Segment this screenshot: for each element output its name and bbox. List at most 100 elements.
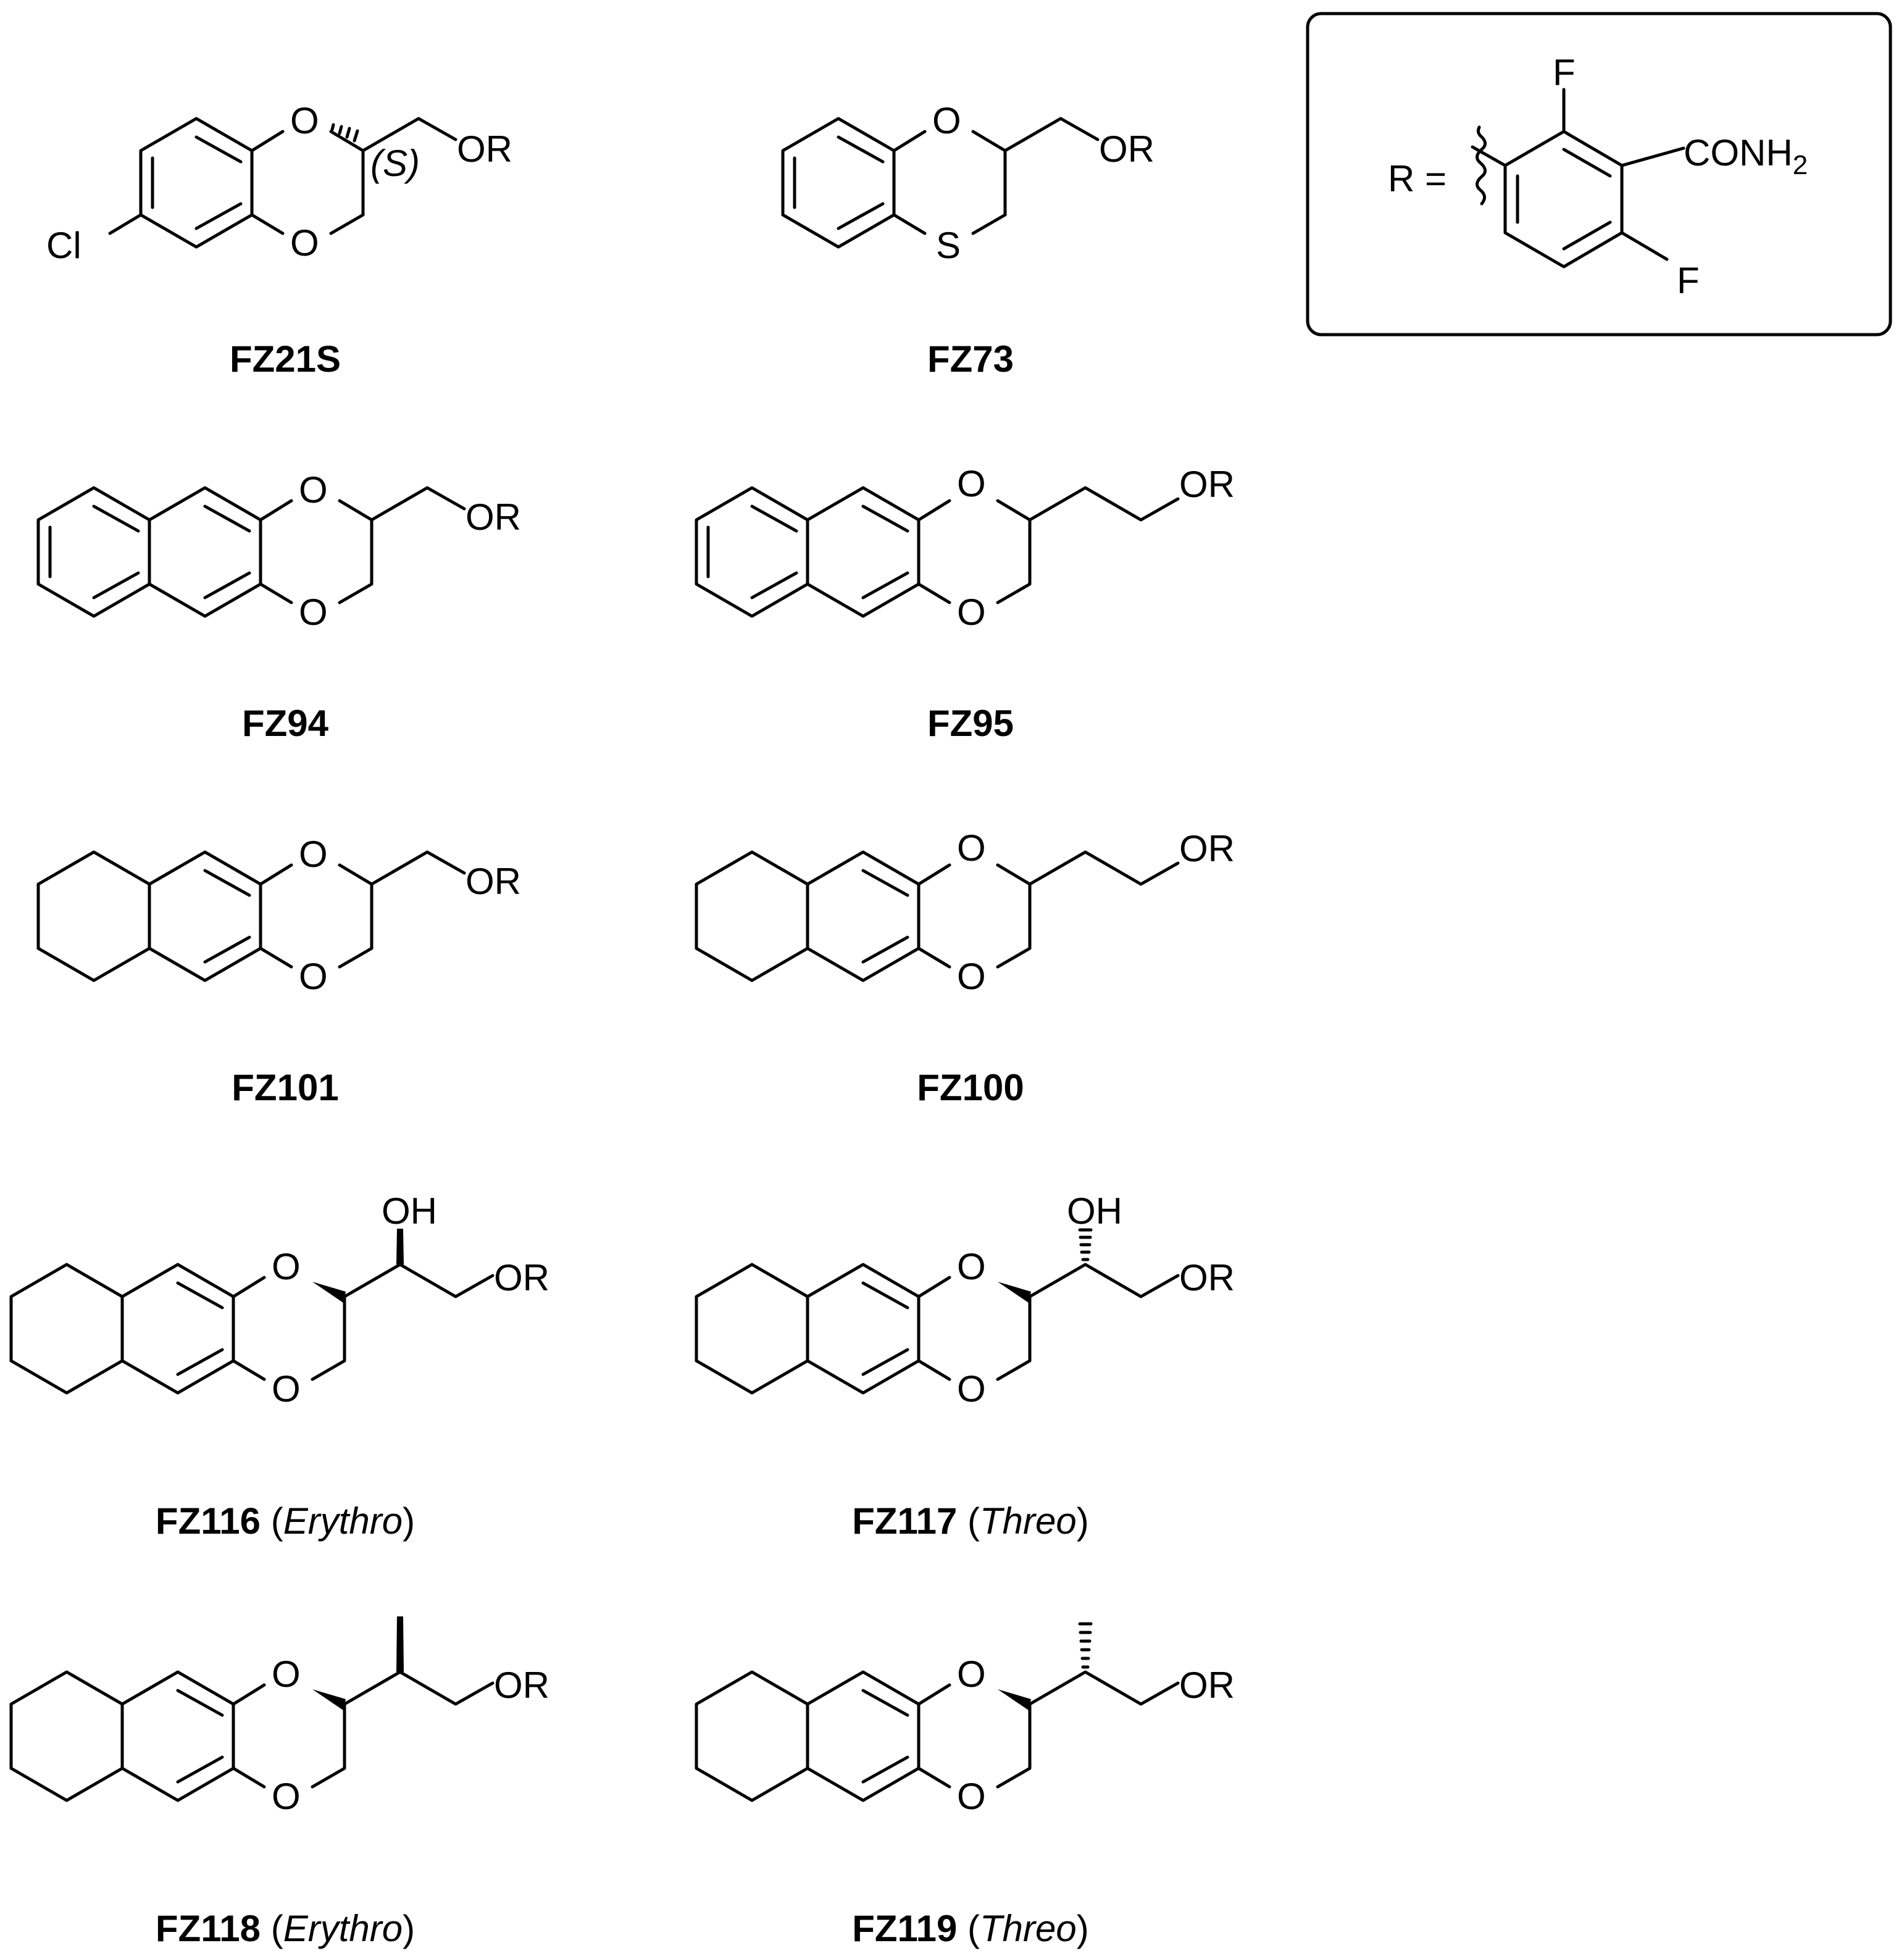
- dioxane-ring: [259, 863, 374, 969]
- side-chain: [1028, 486, 1180, 522]
- compound-label-fz118: FZ118 (Erythro): [156, 1908, 415, 1949]
- ring-oxygen-bottom: O: [290, 222, 319, 264]
- structure-fz118: O O OR: [9, 1616, 549, 1817]
- ortho-f-bond-bottom: [1620, 231, 1669, 261]
- dioxane-ring: [917, 1683, 1032, 1789]
- benzene-ring: [148, 850, 262, 982]
- side-chain: [1028, 850, 1180, 886]
- fluorine-bottom: F: [1677, 260, 1700, 301]
- benzene-ring: [120, 1263, 235, 1395]
- side-chain: [370, 850, 466, 886]
- cyclohexane-ring: [695, 1670, 809, 1802]
- benzene-ring: [120, 1670, 235, 1802]
- chlorobenzene-ring: [139, 117, 254, 249]
- naphthalene-rings: [695, 486, 921, 618]
- dioxane-ring: [259, 499, 374, 604]
- wedge-bond: [998, 1689, 1031, 1710]
- cyclohexane-ring: [695, 1263, 809, 1395]
- or-group: OR: [494, 1665, 549, 1706]
- ring-oxygen-bottom: O: [272, 1776, 301, 1817]
- side-chain: [370, 486, 466, 522]
- or-group: OR: [466, 861, 521, 902]
- naphthalene-rings: [36, 486, 262, 618]
- compound-label-fz116: FZ116 (Erythro): [156, 1500, 415, 1542]
- dioxane-ring: [232, 1683, 346, 1789]
- side-chain: [1003, 117, 1100, 153]
- ring-oxygen-bottom: O: [299, 956, 328, 997]
- structure-fz119: O O OR: [695, 1622, 1235, 1817]
- or-group: OR: [1179, 1665, 1235, 1706]
- benzene-ring: [781, 117, 896, 249]
- or-group: OR: [466, 496, 521, 538]
- cyclohexane-ring: [9, 1263, 124, 1395]
- benzene-ring: [806, 850, 921, 982]
- wavy-attachment-mark: [1476, 125, 1487, 206]
- ring-oxygen-top: O: [272, 1246, 301, 1287]
- ring-oxygen-top: O: [957, 827, 986, 869]
- hashed-wedge-bond: [330, 123, 359, 143]
- side-chain: [1028, 1263, 1180, 1298]
- structure-fz101: O O OR: [36, 834, 521, 997]
- structure-fz117: O O OH OR: [695, 1190, 1235, 1410]
- wedge-bond: [998, 1282, 1031, 1303]
- side-chain: [343, 1670, 495, 1706]
- side-chain: [361, 117, 457, 153]
- wedge-bond: [312, 1282, 346, 1303]
- r-group-benzene-ring: [1503, 130, 1624, 269]
- compound-label-fz101: FZ101: [232, 1067, 338, 1108]
- ring-oxygen-top: O: [290, 100, 319, 141]
- ring-oxygen-top: O: [957, 1246, 986, 1287]
- attachment-bond: [1471, 145, 1507, 167]
- dioxane-ring: [917, 499, 1032, 604]
- compound-label-fz100: FZ100: [917, 1067, 1024, 1108]
- structure-fz95: O O OR: [695, 463, 1235, 633]
- side-chain: [343, 1263, 495, 1298]
- oxathiane-ring: [892, 130, 1007, 235]
- compound-label-fz119: FZ119 (Threo): [852, 1908, 1089, 1949]
- r-equals-label: R =: [1388, 158, 1447, 199]
- ring-oxygen-top: O: [272, 1653, 301, 1695]
- wedge-bond-oh: [396, 1229, 404, 1264]
- amide-bond: [1620, 146, 1685, 167]
- dioxane-ring: [232, 1276, 346, 1381]
- ring-oxygen-bottom: O: [957, 956, 986, 997]
- ring-oxygen-top: O: [957, 463, 986, 504]
- benzene-ring: [806, 1670, 921, 1802]
- wedge-bond-methyl: [396, 1616, 404, 1672]
- compound-label-fz95: FZ95: [927, 703, 1014, 744]
- hydroxyl-group: OH: [1067, 1190, 1122, 1232]
- dioxane-ring: [917, 1276, 1032, 1381]
- structure-fz116: O O OH OR: [9, 1190, 549, 1410]
- or-group: OR: [1099, 128, 1155, 170]
- structure-fz73: O S OR: [781, 100, 1155, 266]
- dioxane-ring: [917, 863, 1032, 969]
- ring-oxygen-bottom: O: [957, 1368, 986, 1410]
- hydroxyl-group: OH: [382, 1190, 437, 1232]
- ring-oxygen-bottom: O: [957, 1776, 986, 1817]
- ring-oxygen-top: O: [299, 469, 328, 511]
- benzene-ring: [806, 1263, 921, 1395]
- cyclohexane-ring: [36, 850, 151, 982]
- or-group: OR: [457, 128, 512, 170]
- ring-oxygen-bottom: O: [299, 591, 328, 633]
- structure-fz100: O O OR: [695, 827, 1235, 997]
- dioxane-ring: [250, 130, 365, 235]
- ring-oxygen-bottom: O: [957, 591, 986, 633]
- structure-fz21s: Cl O O OR (S): [46, 100, 512, 266]
- wedge-bond: [312, 1689, 346, 1710]
- ring-oxygen-top: O: [957, 1653, 986, 1695]
- ring-oxygen-bottom: O: [272, 1368, 301, 1410]
- r-group-frame: [1306, 12, 1892, 336]
- amide-group: CONH2: [1684, 132, 1808, 180]
- or-group: OR: [1179, 828, 1235, 869]
- side-chain: [1028, 1670, 1180, 1706]
- chlorine-atom: Cl: [46, 225, 81, 266]
- cyclohexane-ring: [9, 1670, 124, 1802]
- ring-sulfur: S: [936, 225, 961, 266]
- compound-label-fz117: FZ117 (Threo): [852, 1500, 1089, 1542]
- or-group: OR: [1179, 1257, 1235, 1298]
- ring-oxygen: O: [932, 100, 961, 141]
- or-group: OR: [494, 1257, 549, 1298]
